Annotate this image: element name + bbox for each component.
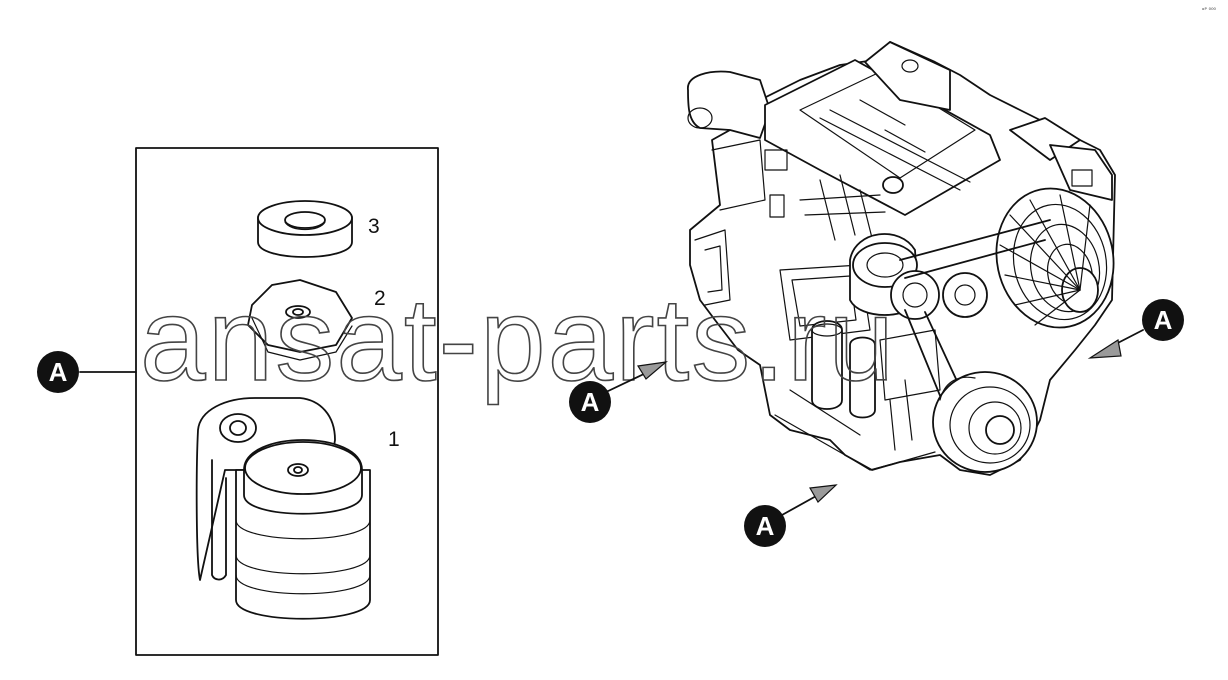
callout-badge [569,381,611,423]
callout-leader [781,494,819,516]
part-number-2: 2 [374,287,386,310]
watermark: ansat-parts.ru [140,274,896,406]
inset-frame [135,147,439,656]
callout-a-engine-right: A [1087,299,1184,359]
part-number-1: 1 [388,428,400,451]
arrowhead [809,484,838,503]
part-1-engine-mount [195,397,371,620]
callout-leader [603,371,649,394]
parts-inset: 3 2 1 [135,147,439,656]
callout-letter: A [1154,305,1173,335]
part-2-plate [247,279,353,361]
callout-letter: A [49,357,68,387]
crank-pulley [932,371,1038,473]
callout-badge [1142,299,1184,341]
part-3-washer [257,200,353,258]
engine-drawing [687,41,1116,476]
callout-badge [744,505,786,547]
callout-a-left: A [37,351,79,393]
callout-a-engine-bottom: A [744,484,838,547]
callout-letter: A [581,387,600,417]
corner-code: ᵒᴾ ⁰⁰⁰ [1202,7,1216,14]
fan [995,187,1115,329]
arrowhead [637,361,668,380]
arrowhead [1087,339,1122,359]
callout-a-engine-left: A [569,361,668,423]
callout-badge [37,351,79,393]
callout-letter: A [756,511,775,541]
part-number-3: 3 [368,215,380,238]
